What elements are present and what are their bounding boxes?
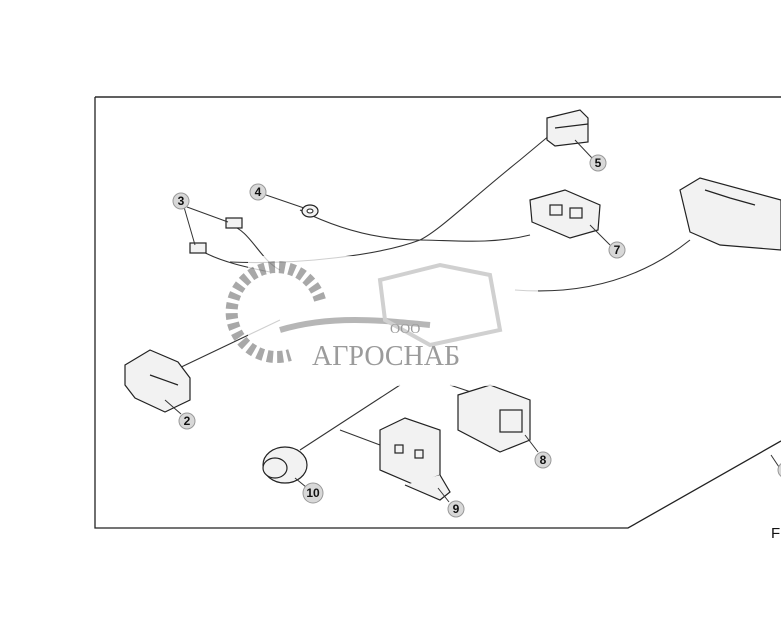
connector-10 <box>262 446 308 484</box>
ring-terminal-4 <box>301 204 319 218</box>
callout-7: 7 <box>608 241 626 259</box>
connector-large-right <box>679 177 781 251</box>
callout-2: 2 <box>178 412 196 430</box>
callout-partial <box>777 463 781 477</box>
leader-lines <box>164 139 781 503</box>
connector-2 <box>124 349 191 413</box>
diagram-frame-border <box>94 96 781 529</box>
svg-text:ООО: ООО <box>390 322 420 337</box>
svg-text:5: 5 <box>595 156 602 170</box>
callout-8: 8 <box>534 451 552 469</box>
svg-text:8: 8 <box>540 453 547 467</box>
agrosnab-watermark-logo: ООО АГРОСНАБ <box>225 256 538 386</box>
svg-text:АГРОСНАБ: АГРОСНАБ <box>312 341 460 372</box>
callout-9: 9 <box>447 500 465 518</box>
svg-text:3: 3 <box>178 194 185 208</box>
edge-label: F <box>771 525 780 542</box>
connector-3 <box>189 217 243 254</box>
callout-5: 5 <box>589 154 607 172</box>
callout-3: 3 <box>172 192 190 210</box>
svg-text:10: 10 <box>306 486 320 500</box>
connector-8 <box>457 384 531 453</box>
connector-5 <box>546 109 589 147</box>
relay-9 <box>379 417 451 501</box>
svg-text:4: 4 <box>255 185 262 199</box>
callout-4: 4 <box>249 183 267 201</box>
callout-10: 10 <box>302 482 324 504</box>
svg-text:9: 9 <box>453 502 460 516</box>
svg-text:7: 7 <box>614 243 621 257</box>
connector-7 <box>529 189 601 239</box>
svg-text:2: 2 <box>184 414 191 428</box>
